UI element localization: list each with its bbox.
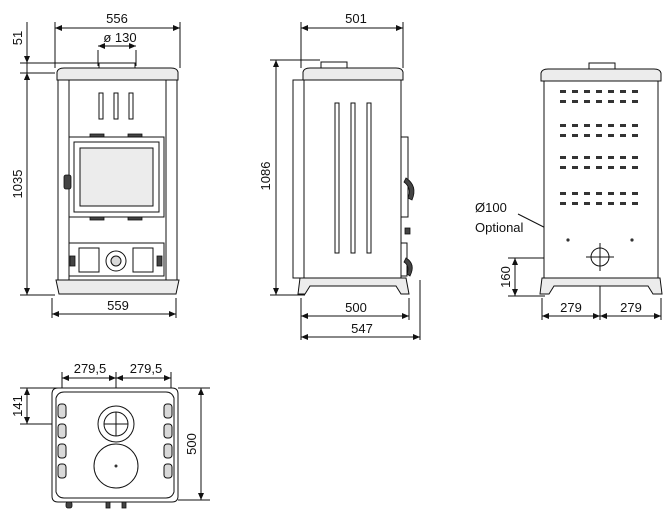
dim-front-height: 1035 (10, 170, 25, 199)
dim-front-width-top: 556 (106, 11, 128, 26)
dim-half-width-left: 279 (560, 300, 582, 315)
back-view: 160 279 279 Ø100 Optional (475, 62, 663, 320)
top-stove-body (51, 387, 179, 509)
dim-top-offset: 51 (10, 31, 25, 45)
dim-flue-offset: 141 (10, 395, 25, 417)
dim-flue-diameter: ø 130 (103, 30, 136, 45)
dim-top-half-right: 279,5 (130, 361, 163, 376)
dim-side-height: 1086 (258, 162, 273, 191)
dim-top-half-left: 279,5 (74, 361, 107, 376)
side-view: 501 1086 500 547 (258, 11, 421, 340)
top-view: 279,5 279,5 141 500 (10, 361, 210, 509)
front-stove-body (55, 62, 180, 295)
front-view: 556 ø 130 51 1035 559 (10, 11, 181, 318)
dim-side-depth-base: 500 (345, 300, 367, 315)
back-stove-body (539, 62, 663, 295)
dim-outlet-height: 160 (498, 266, 513, 288)
outlet-label-line2: Optional (475, 220, 524, 235)
dim-side-depth-total: 547 (351, 321, 373, 336)
dim-top-depth: 500 (184, 433, 199, 455)
dim-half-width-right: 279 (620, 300, 642, 315)
side-stove-body (292, 61, 415, 295)
vent-holes (560, 90, 638, 205)
outlet-label-line1: Ø100 (475, 200, 507, 215)
dim-side-depth-top: 501 (345, 11, 367, 26)
dim-front-width-base: 559 (107, 298, 129, 313)
